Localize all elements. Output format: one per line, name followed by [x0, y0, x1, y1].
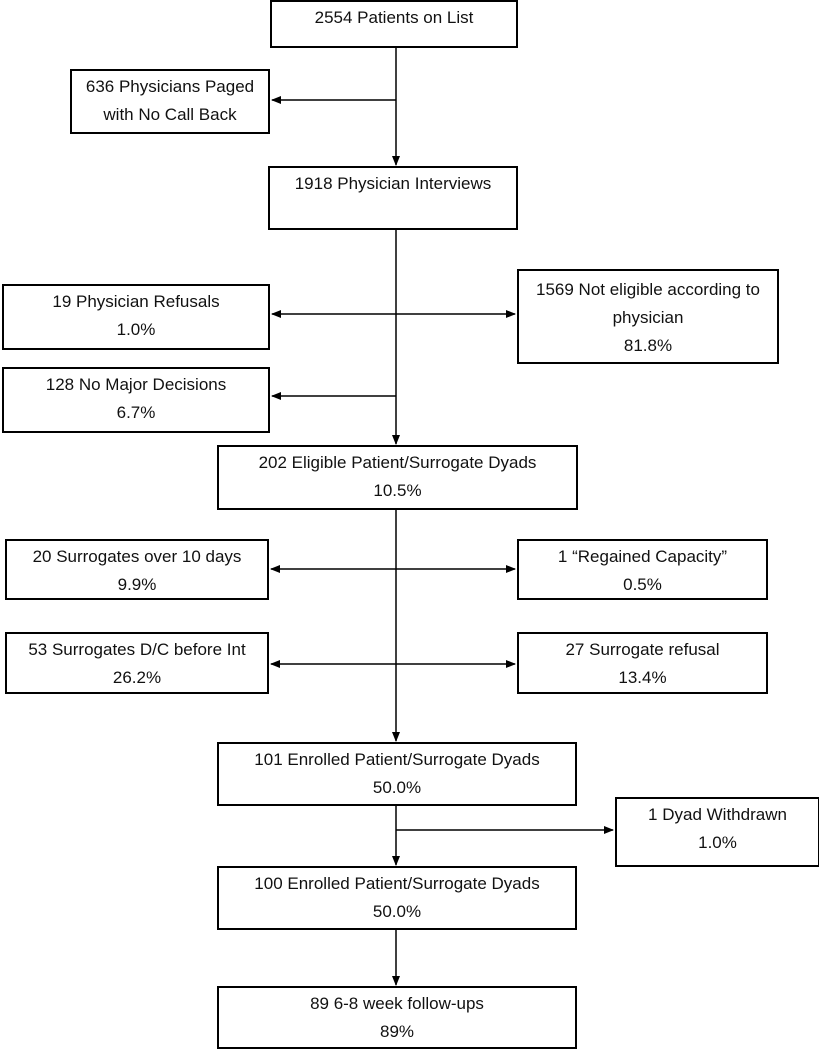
box-text: 128 No Major Decisions	[45, 375, 227, 394]
box-percent: 10.5%	[373, 481, 422, 500]
box-text: 101 Enrolled Patient/Surrogate Dyads	[254, 750, 540, 769]
not-eligible-box: 1569 Not eligible according to physician…	[517, 269, 779, 364]
no-major-decisions-box: 128 No Major Decisions 6.7%	[2, 367, 270, 433]
box-text: 2554 Patients on List	[314, 8, 474, 27]
box-percent: 1.0%	[116, 320, 156, 339]
box-percent: 9.9%	[117, 575, 157, 594]
follow-ups-box: 89 6-8 week follow-ups 89%	[217, 986, 577, 1049]
box-percent: 50.0%	[372, 778, 422, 797]
physician-interviews-box: 1918 Physician Interviews	[268, 166, 518, 230]
enrolled-100-box: 100 Enrolled Patient/Surrogate Dyads 50.…	[217, 866, 577, 930]
regained-capacity-box: 1 “Regained Capacity” 0.5%	[517, 539, 768, 600]
box-text: with No Call Back	[103, 105, 237, 124]
enrolled-101-box: 101 Enrolled Patient/Surrogate Dyads 50.…	[217, 742, 577, 806]
dyad-withdrawn-box: 1 Dyad Withdrawn 1.0%	[615, 797, 819, 867]
box-percent: 50.0%	[372, 902, 422, 921]
box-percent: 1.0%	[698, 833, 737, 852]
box-text: 636 Physicians Paged	[85, 77, 255, 96]
surrogates-over-10-days-box: 20 Surrogates over 10 days 9.9%	[5, 539, 269, 600]
box-text: 1918 Physician Interviews	[294, 174, 492, 193]
box-percent: 81.8%	[623, 336, 673, 355]
box-text: 53 Surrogates D/C before Int	[28, 640, 246, 659]
physicians-paged-box: 636 Physicians Paged with No Call Back	[70, 69, 270, 134]
box-text: 1 “Regained Capacity”	[557, 547, 728, 566]
box-text: 100 Enrolled Patient/Surrogate Dyads	[254, 874, 540, 893]
box-percent: 0.5%	[623, 575, 662, 594]
box-percent: 89%	[379, 1022, 415, 1041]
box-percent: 13.4%	[618, 668, 667, 687]
box-text: 1 Dyad Withdrawn	[648, 805, 787, 824]
box-percent: 6.7%	[116, 403, 156, 422]
box-text: 89 6-8 week follow-ups	[310, 994, 484, 1013]
box-text: 202 Eligible Patient/Surrogate Dyads	[258, 453, 537, 472]
box-text: 19 Physician Refusals	[52, 292, 220, 311]
box-text: 20 Surrogates over 10 days	[32, 547, 242, 566]
eligible-dyads-box: 202 Eligible Patient/Surrogate Dyads 10.…	[217, 445, 578, 510]
box-percent: 26.2%	[112, 668, 162, 687]
surrogates-dc-box: 53 Surrogates D/C before Int 26.2%	[5, 632, 269, 694]
surrogate-refusal-box: 27 Surrogate refusal 13.4%	[517, 632, 768, 694]
patients-on-list-box: 2554 Patients on List	[270, 0, 518, 48]
box-text: 27 Surrogate refusal	[565, 640, 720, 659]
box-text: 1569 Not eligible according to	[536, 280, 760, 299]
box-text: physician	[612, 308, 684, 327]
physician-refusals-box: 19 Physician Refusals 1.0%	[2, 284, 270, 350]
